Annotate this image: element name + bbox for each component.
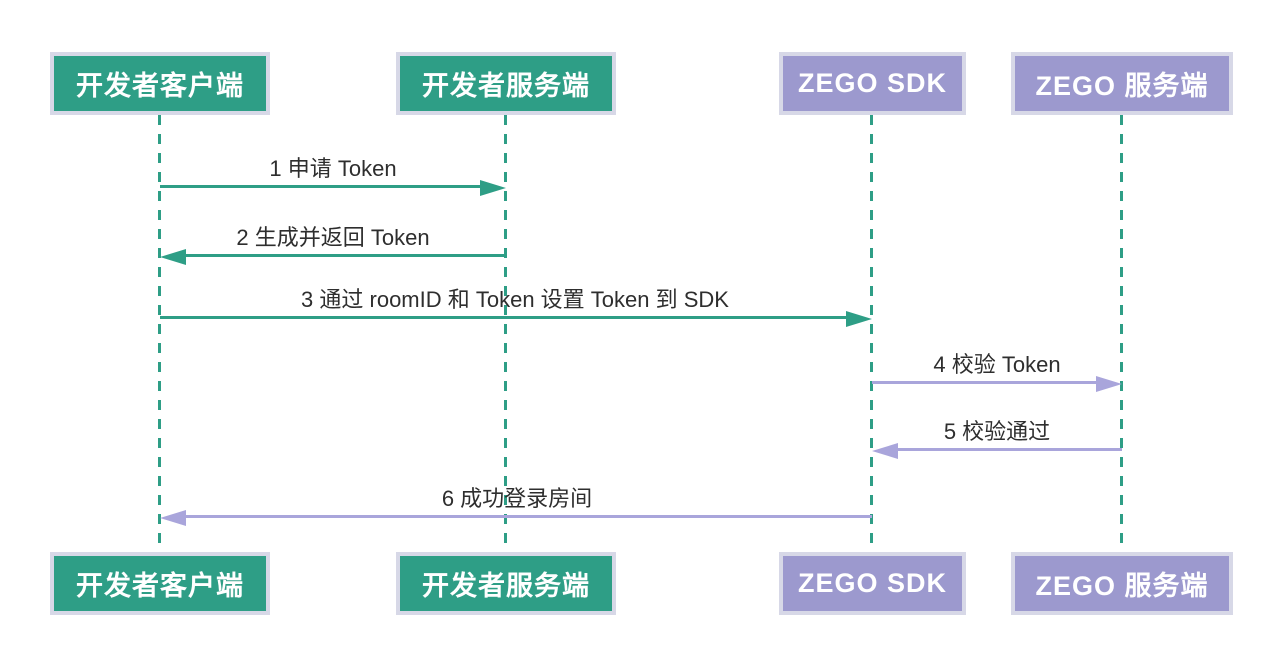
message-5-label: 5 校验通过 [943,419,1051,444]
message-4-label: 4 校验 Token [933,352,1061,377]
arrowhead-right-icon [480,180,506,196]
lifeline-zego-server [1120,115,1123,552]
message-2-label: 2 生成并返回 Token [236,225,430,250]
actor-top-zego-server: ZEGO 服务端 [1011,52,1233,115]
arrowhead-right-icon [846,311,872,327]
actor-bottom-zego-server: ZEGO 服务端 [1011,552,1233,615]
actor-top-dev-server: 开发者服务端 [396,52,616,115]
message-1-label: 1 申请 Token [269,156,397,181]
actor-top-dev-client: 开发者客户端 [50,52,270,115]
arrowhead-left-icon [160,510,186,526]
message-5-arrow-line [896,448,1122,451]
lifeline-dev-client [158,115,161,552]
message-6-arrow-line [184,515,872,518]
arrowhead-right-icon [1096,376,1122,392]
lifeline-zego-sdk [870,115,873,552]
message-2-arrow-line [184,254,506,257]
actor-label: 开发者服务端 [422,71,590,101]
actor-label: ZEGO 服务端 [1035,571,1209,601]
actor-label: 开发者客户端 [76,71,244,101]
actor-top-zego-sdk: ZEGO SDK [779,52,966,115]
message-1-arrow-line [160,185,482,188]
actor-label: ZEGO SDK [797,568,947,598]
arrowhead-left-icon [160,249,186,265]
actor-label: 开发者服务端 [422,571,590,601]
arrowhead-left-icon [872,443,898,459]
message-6-label: 6 成功登录房间 [441,486,593,511]
message-3-arrow-line [160,316,848,319]
actor-label: 开发者客户端 [76,571,244,601]
actor-bottom-dev-client: 开发者客户端 [50,552,270,615]
message-4-arrow-line [872,381,1098,384]
message-3-label: 3 通过 roomID 和 Token 设置 Token 到 SDK [301,287,729,312]
actor-bottom-zego-sdk: ZEGO SDK [779,552,966,615]
lifeline-dev-server [504,115,507,552]
actor-label: ZEGO SDK [797,68,947,98]
actor-bottom-dev-server: 开发者服务端 [396,552,616,615]
actor-label: ZEGO 服务端 [1035,71,1209,101]
